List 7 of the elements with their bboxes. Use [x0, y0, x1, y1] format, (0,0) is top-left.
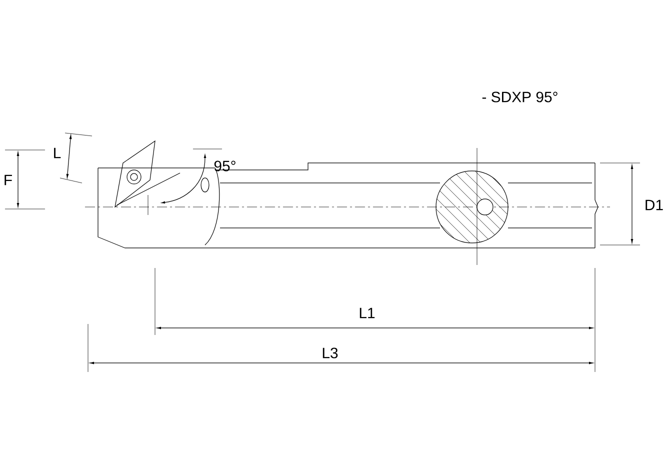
dimension-label: 95°	[214, 160, 236, 172]
title: - SDXP 95°	[482, 92, 558, 102]
dimension-label: L	[54, 148, 61, 158]
dimension-label: L3	[322, 348, 338, 358]
dimension-label: D1	[646, 200, 663, 210]
dimension-label: L1	[360, 308, 375, 318]
dimension-label: F	[4, 174, 12, 186]
